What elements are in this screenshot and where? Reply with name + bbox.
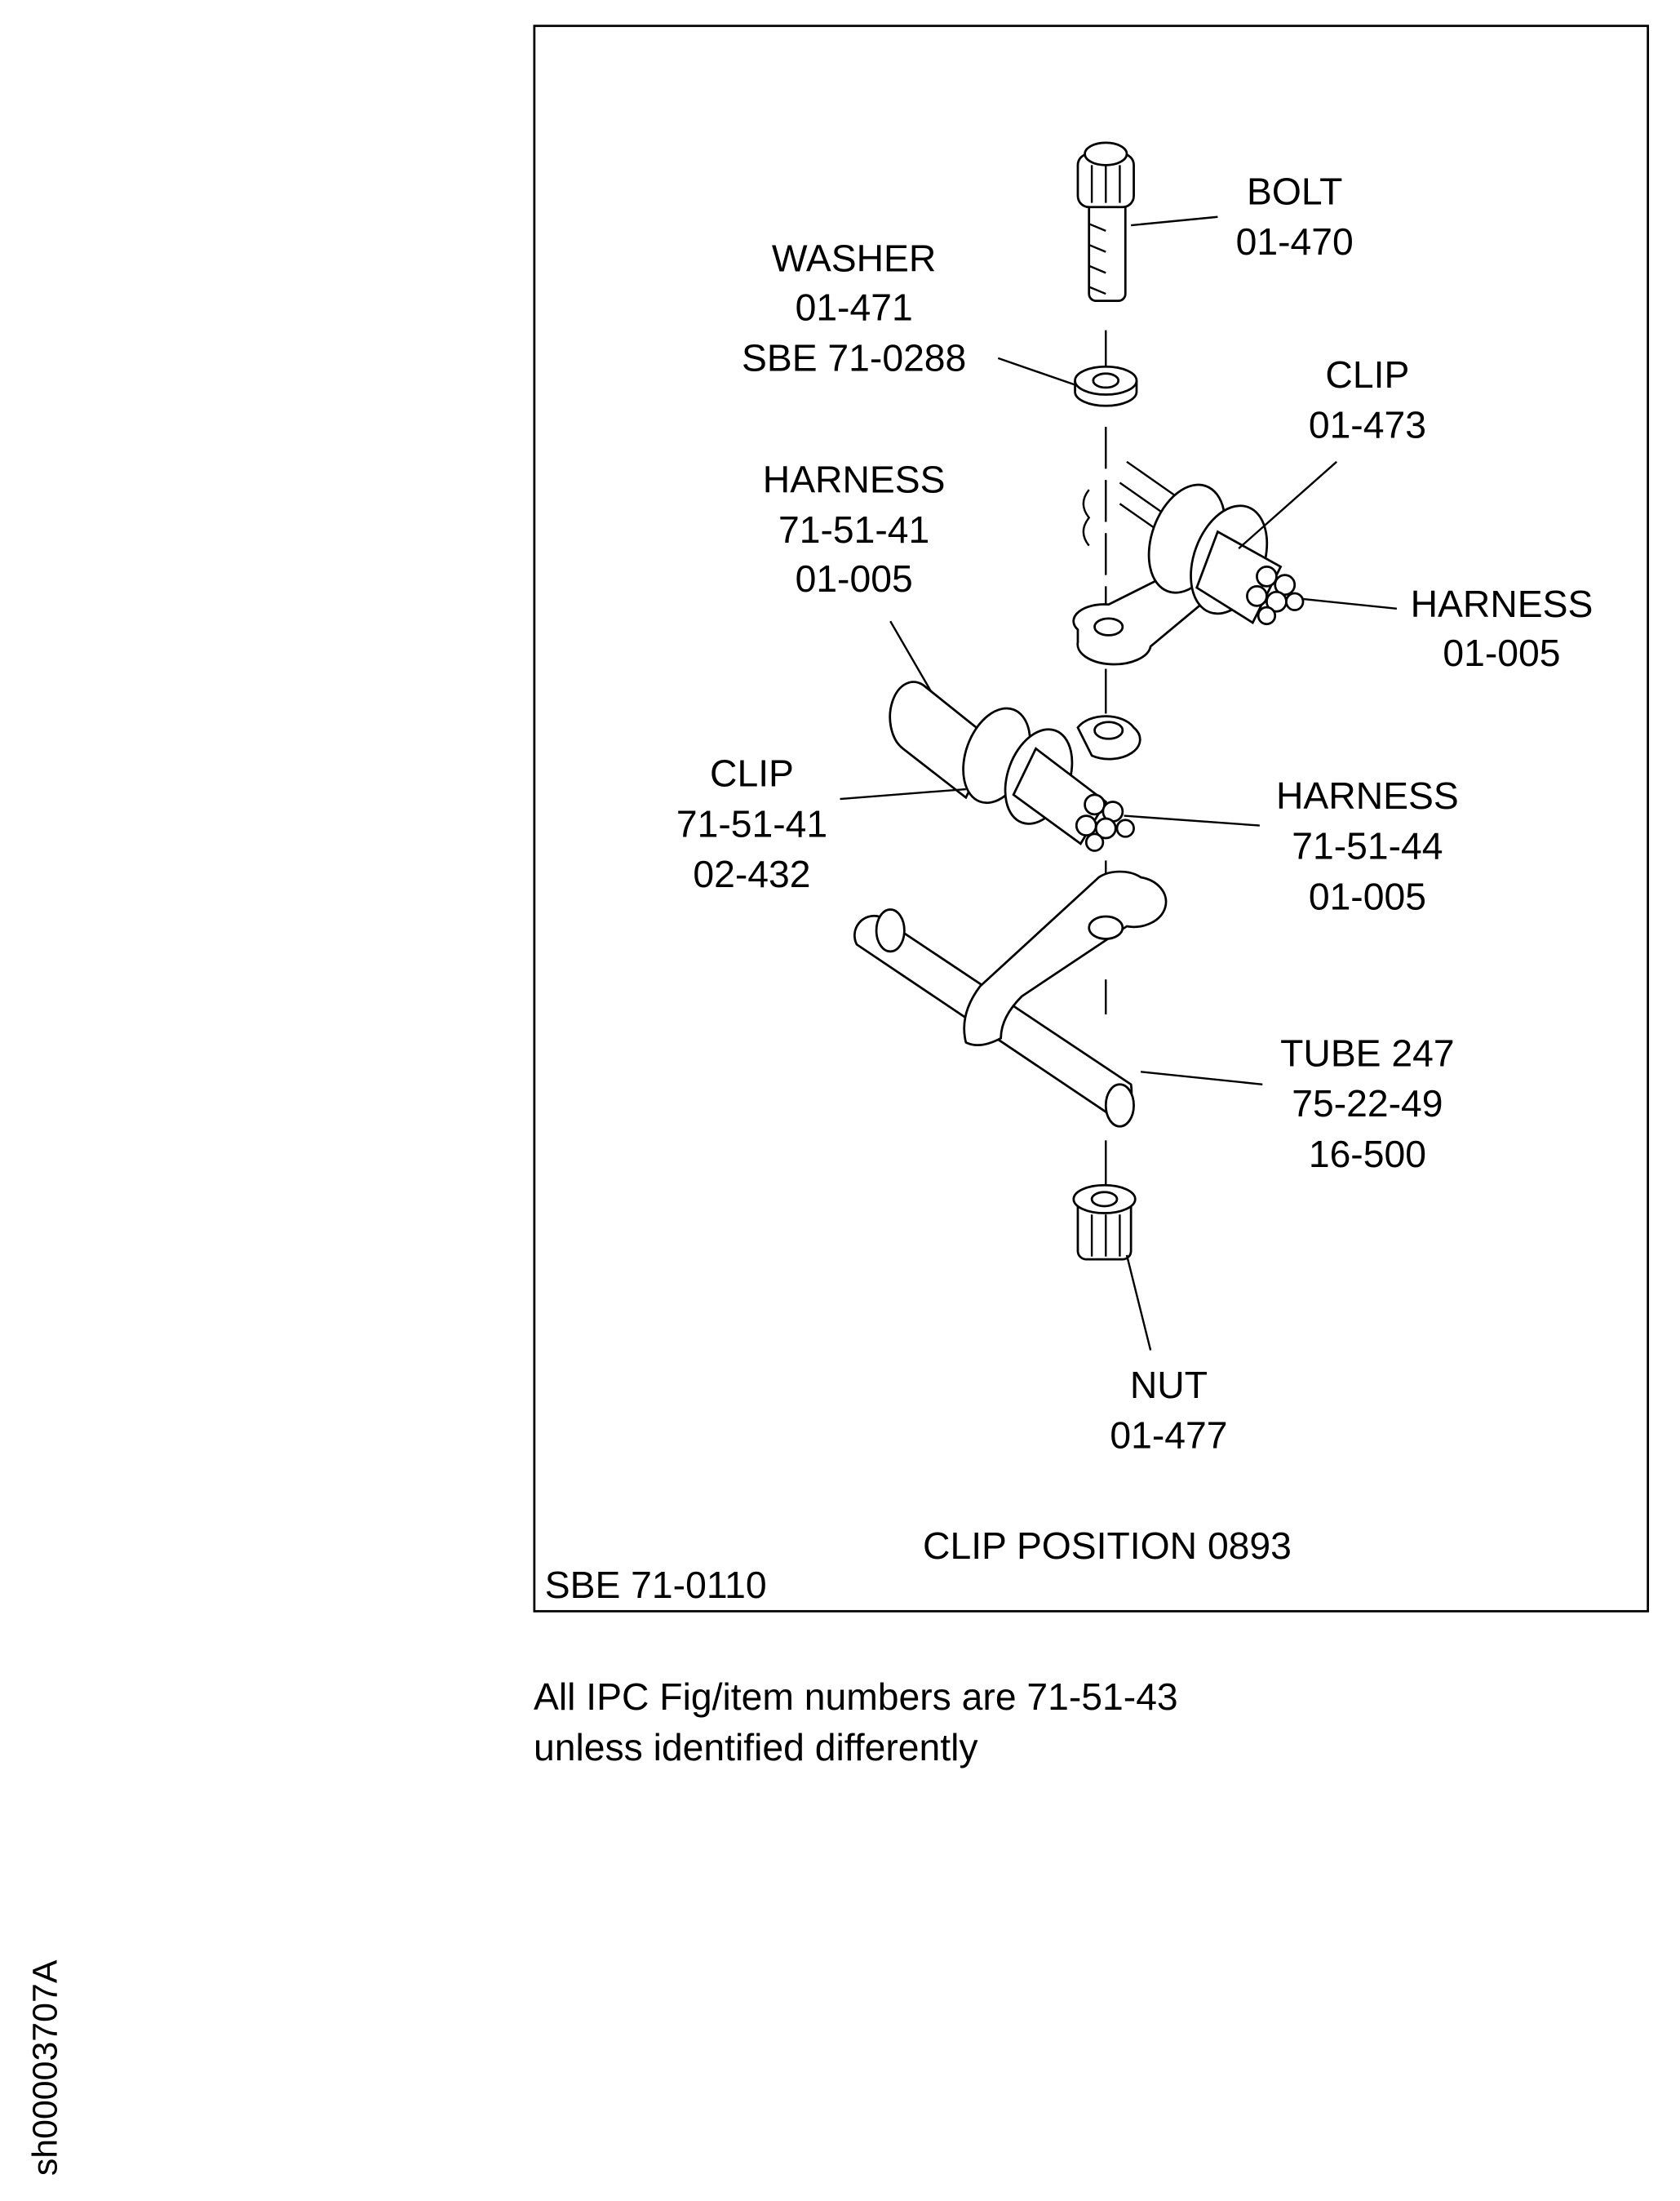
label-clip-upper: CLIP 01-473: [1309, 353, 1426, 446]
svg-text:CLIP: CLIP: [1325, 353, 1409, 396]
svg-text:NUT: NUT: [1130, 1364, 1208, 1406]
svg-text:16-500: 16-500: [1309, 1133, 1426, 1175]
svg-text:01-005: 01-005: [1309, 875, 1426, 917]
label-tube: TUBE 247 75-22-49 16-500: [1280, 1032, 1455, 1174]
svg-text:75-22-49: 75-22-49: [1292, 1082, 1443, 1125]
svg-text:01-477: 01-477: [1110, 1414, 1227, 1457]
svg-text:02-432: 02-432: [693, 853, 810, 895]
svg-text:71-51-44: 71-51-44: [1292, 825, 1443, 868]
svg-text:HARNESS: HARNESS: [1411, 583, 1594, 625]
svg-text:01-005: 01-005: [1443, 632, 1560, 674]
svg-text:BOLT: BOLT: [1247, 170, 1342, 212]
svg-text:HARNESS: HARNESS: [1276, 774, 1459, 817]
svg-text:01-473: 01-473: [1309, 404, 1426, 446]
svg-text:01-005: 01-005: [796, 557, 913, 600]
figure-frame: [533, 24, 1650, 1613]
bolt-part: [1076, 141, 1135, 303]
upper-clip-part: [1072, 460, 1305, 666]
drawing-id: sh00003707A: [25, 1959, 64, 2176]
svg-text:TUBE 247: TUBE 247: [1280, 1032, 1455, 1074]
nut-part: [1072, 1183, 1137, 1261]
svg-text:SBE 71-0288: SBE 71-0288: [742, 336, 966, 379]
svg-text:71-51-41: 71-51-41: [778, 508, 929, 551]
label-harness-lower: HARNESS 71-51-44 01-005: [1276, 774, 1459, 917]
figure-title: CLIP POSITION 0893: [923, 1524, 1292, 1567]
washer-part: [1074, 365, 1138, 407]
svg-text:WASHER: WASHER: [772, 237, 936, 280]
label-nut: NUT 01-477: [1110, 1364, 1227, 1457]
footnote-line-1: All IPC Fig/item numbers are 71-51-43: [534, 1675, 1178, 1718]
sbe-reference: SBE 71-0110: [545, 1564, 767, 1606]
svg-text:HARNESS: HARNESS: [763, 459, 946, 501]
label-clip-lower: CLIP 71-51-41 02-432: [676, 752, 827, 895]
tube-part: [853, 870, 1168, 1128]
footnote-line-2: unless identified differently: [534, 1726, 978, 1768]
svg-text:71-51-41: 71-51-41: [676, 802, 827, 845]
svg-text:01-470: 01-470: [1236, 220, 1354, 263]
lower-clip-part: [889, 681, 1141, 852]
label-harness-right-upper: HARNESS 01-005: [1411, 583, 1594, 674]
label-bolt: BOLT 01-470: [1236, 170, 1354, 263]
leader-lines: [840, 215, 1398, 1351]
label-harness-left-upper: HARNESS 71-51-41 01-005: [763, 459, 946, 601]
label-washer: WASHER 01-471 SBE 71-0288: [742, 237, 966, 379]
svg-text:CLIP: CLIP: [710, 752, 794, 795]
svg-text:01-471: 01-471: [796, 286, 913, 329]
